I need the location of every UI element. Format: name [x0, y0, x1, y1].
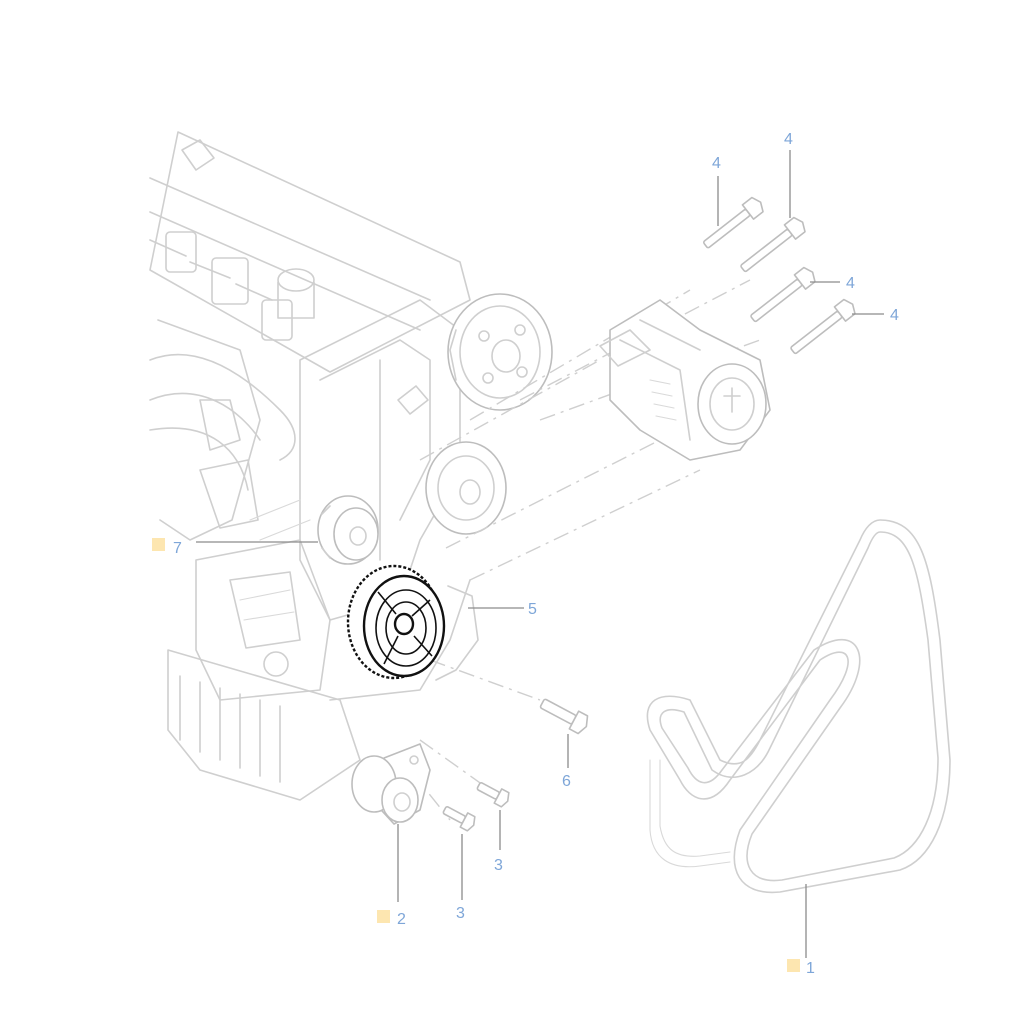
callout-label: 4: [712, 155, 721, 172]
callout-4d: 4: [890, 307, 899, 324]
callout-marker: [152, 538, 165, 551]
bolt-4b: [740, 216, 806, 273]
callout-marker: [787, 959, 800, 972]
leader-lines: [196, 150, 884, 958]
callout-label: 2: [397, 911, 406, 928]
callout-label: 4: [846, 275, 855, 292]
callout-label: 6: [562, 773, 571, 790]
callout-label: 5: [528, 601, 537, 618]
callout-4b: 4: [784, 131, 793, 148]
bolt-4c: [750, 266, 816, 323]
idler-pulley-7: [317, 495, 379, 565]
bolt-3b: [442, 806, 476, 832]
callout-1: 1: [787, 959, 815, 977]
bolt-6: [539, 698, 589, 735]
belt-tensioner-2: [351, 743, 431, 825]
engine-block-illustration: [149, 131, 553, 801]
callout-3a: 3: [494, 857, 503, 874]
callout-2: 2: [377, 910, 406, 928]
bolt-group-4: [702, 196, 856, 355]
callout-7: 7: [152, 538, 182, 557]
bolt-3a: [476, 782, 510, 808]
callout-label: 7: [173, 540, 182, 557]
callout-label: 4: [784, 131, 793, 148]
callout-labels: 1 2 3 3 4 4 4 4 5 6 7: [152, 131, 899, 977]
callout-marker: [377, 910, 390, 923]
crankshaft-pulley-5: [346, 564, 479, 681]
callout-label: 1: [806, 960, 815, 977]
callout-3b: 3: [456, 905, 465, 922]
drive-belt-1: [646, 519, 951, 894]
callout-label: 4: [890, 307, 899, 324]
callout-5: 5: [528, 601, 537, 618]
bolt-4d: [790, 298, 856, 355]
callout-label: 3: [456, 905, 465, 922]
bolt-4a: [702, 196, 764, 249]
callout-4c: 4: [846, 275, 855, 292]
ac-compressor-illustration: [599, 299, 771, 461]
callout-6: 6: [562, 773, 571, 790]
callout-label: 3: [494, 857, 503, 874]
callout-4a: 4: [712, 155, 721, 172]
